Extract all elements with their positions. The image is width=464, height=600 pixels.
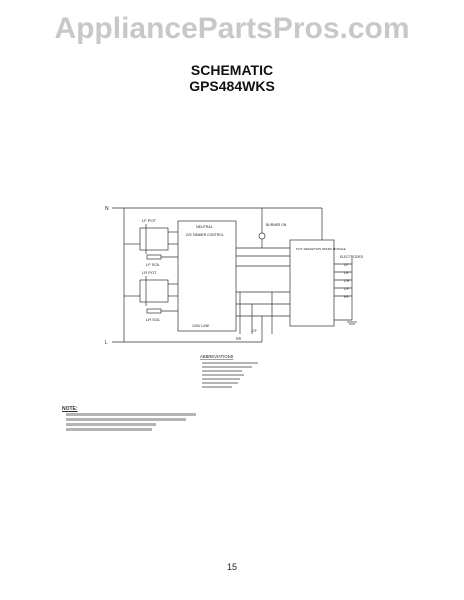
abbreviations-list — [202, 362, 258, 388]
label-electrode-rf: RF — [344, 295, 350, 299]
note-text-block — [66, 413, 206, 433]
page-title: SCHEMATIC — [190, 62, 274, 78]
ignition-module-box — [289, 239, 335, 327]
label-lf-pot: LF POT — [142, 218, 157, 223]
burner-on-indicator — [258, 232, 266, 240]
label-burner-on: BURNER ON — [266, 223, 287, 227]
lf-pot-box — [139, 227, 169, 251]
abbreviations-heading: ABBREVIATIONS — [200, 354, 234, 359]
label-lf-sol: LF SOL — [146, 262, 161, 267]
label-n: N — [105, 206, 109, 212]
label-electrodes: ELECTRODES — [340, 255, 364, 259]
label-electrode-lf: LF — [344, 263, 349, 267]
lf-sol-coil — [146, 254, 162, 260]
label-l: L — [105, 340, 108, 346]
note-heading: NOTE: — [62, 406, 78, 412]
label-neutral: NEUTRAL — [196, 225, 213, 229]
label-lr-sol: LR SOL — [146, 317, 161, 322]
label-electrode-lr: LR — [344, 271, 349, 275]
label-rr: RR — [236, 337, 242, 341]
label-120v-line: 120V LINE — [192, 324, 210, 328]
lr-pot-box — [139, 279, 169, 303]
model-number: GPS484WKS — [189, 78, 275, 94]
label-dual-control: D/S SIMMER CONTROL — [186, 233, 224, 237]
label-ignition-module: 5 PT. REIGNITION SPARK MODULE — [296, 247, 346, 251]
page-number: 15 — [226, 562, 237, 572]
label-cf-bottom: CF — [252, 329, 258, 333]
simmer-control-box — [177, 220, 237, 332]
lr-sol-coil — [146, 308, 162, 314]
label-lr-pot: LR POT — [142, 270, 157, 275]
label-electrode-cf: CF — [344, 287, 350, 291]
label-electrode-cr: CR — [344, 279, 350, 283]
watermark-text: AppliancePartsPros.com — [54, 12, 410, 45]
